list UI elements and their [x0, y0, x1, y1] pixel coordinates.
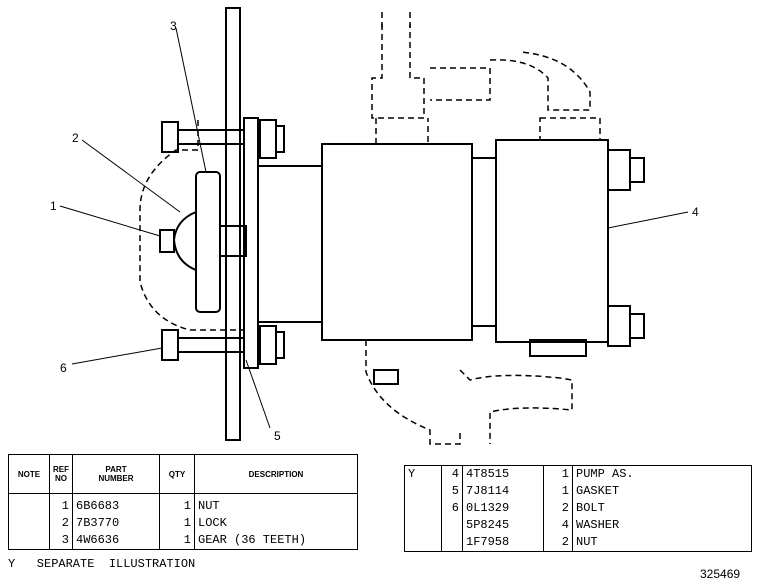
row-desc: WASHER [572, 517, 752, 534]
callout-3: 3 [170, 19, 177, 33]
row-qty: 1 [159, 532, 195, 550]
row-ref: 5 [441, 483, 463, 500]
row-desc: BOLT [572, 500, 752, 517]
nut [159, 229, 175, 253]
row-note [404, 500, 442, 517]
header-note: NOTE [8, 454, 50, 494]
row-desc: NUT [572, 534, 752, 552]
row-part: 5P8245 [462, 517, 544, 534]
header-qty: QTY [159, 454, 195, 494]
table-row: 3 4W6636 1 GEAR (36 TEETH) [8, 532, 358, 550]
table-row: 1 6B6683 1 NUT [8, 493, 358, 515]
row-ref: 1 [49, 493, 73, 515]
separate-illustration-note: Y SEPARATE ILLUSTRATION [8, 557, 196, 571]
row-note [8, 493, 50, 515]
row-note [404, 517, 442, 534]
row-note: Y [404, 465, 442, 483]
row-part: 4T8515 [462, 465, 544, 483]
row-qty: 2 [543, 534, 573, 552]
parts-table-left: NOTE REF NO PART NUMBER QTY DESCRIPTION … [8, 454, 358, 550]
row-desc: PUMP AS. [572, 465, 752, 483]
row-ref: 6 [441, 500, 463, 517]
callout-4: 4 [692, 205, 699, 219]
row-ref [441, 534, 463, 552]
row-note [8, 515, 50, 532]
bolt-bottom [161, 325, 285, 365]
callout-2: 2 [72, 131, 79, 145]
housing-outline [139, 120, 244, 331]
bolt-top [161, 119, 285, 159]
row-qty: 1 [543, 465, 573, 483]
row-part: 4W6636 [72, 532, 160, 550]
table-row: 5 7J8114 1 GASKET [404, 483, 752, 500]
lock [172, 211, 197, 271]
row-ref: 3 [49, 532, 73, 550]
row-note [404, 483, 442, 500]
figure-id: 325469 [700, 567, 741, 581]
row-ref: 2 [49, 515, 73, 532]
callout-6: 6 [60, 361, 67, 375]
table-row: 5P8245 4 WASHER [404, 517, 752, 534]
row-part: 6B6683 [72, 493, 160, 515]
row-qty: 1 [159, 493, 195, 515]
row-part: 1F7958 [462, 534, 544, 552]
row-part: 0L1329 [462, 500, 544, 517]
table-row: Y 4 4T8515 1 PUMP AS. [404, 465, 752, 483]
header-ref-no: REF NO [49, 454, 73, 494]
row-qty: 1 [159, 515, 195, 532]
table-row: 6 0L1329 2 BOLT [404, 500, 752, 517]
row-ref [441, 517, 463, 534]
row-note [8, 532, 50, 550]
parts-table-right: Y 4 4T8515 1 PUMP AS. 5 7J8114 1 GASKET … [404, 465, 752, 552]
row-qty: 4 [543, 517, 573, 534]
row-desc: GASKET [572, 483, 752, 500]
gear [195, 171, 221, 313]
row-desc: GEAR (36 TEETH) [194, 532, 358, 550]
row-part: 7B3770 [72, 515, 160, 532]
table-row: 1F7958 2 NUT [404, 534, 752, 552]
mounting-flange [243, 117, 259, 369]
row-part: 7J8114 [462, 483, 544, 500]
row-note [404, 534, 442, 552]
row-qty: 2 [543, 500, 573, 517]
pump-body-right [495, 139, 609, 343]
housing-plate [225, 7, 241, 441]
row-qty: 1 [543, 483, 573, 500]
header-description: DESCRIPTION [194, 454, 358, 494]
table-row: 2 7B3770 1 LOCK [8, 515, 358, 532]
row-desc: NUT [194, 493, 358, 515]
callout-5: 5 [274, 429, 281, 443]
callout-1: 1 [50, 199, 57, 213]
row-desc: LOCK [194, 515, 358, 532]
header-part-number: PART NUMBER [72, 454, 160, 494]
row-ref: 4 [441, 465, 463, 483]
pump-body-left [321, 143, 473, 341]
